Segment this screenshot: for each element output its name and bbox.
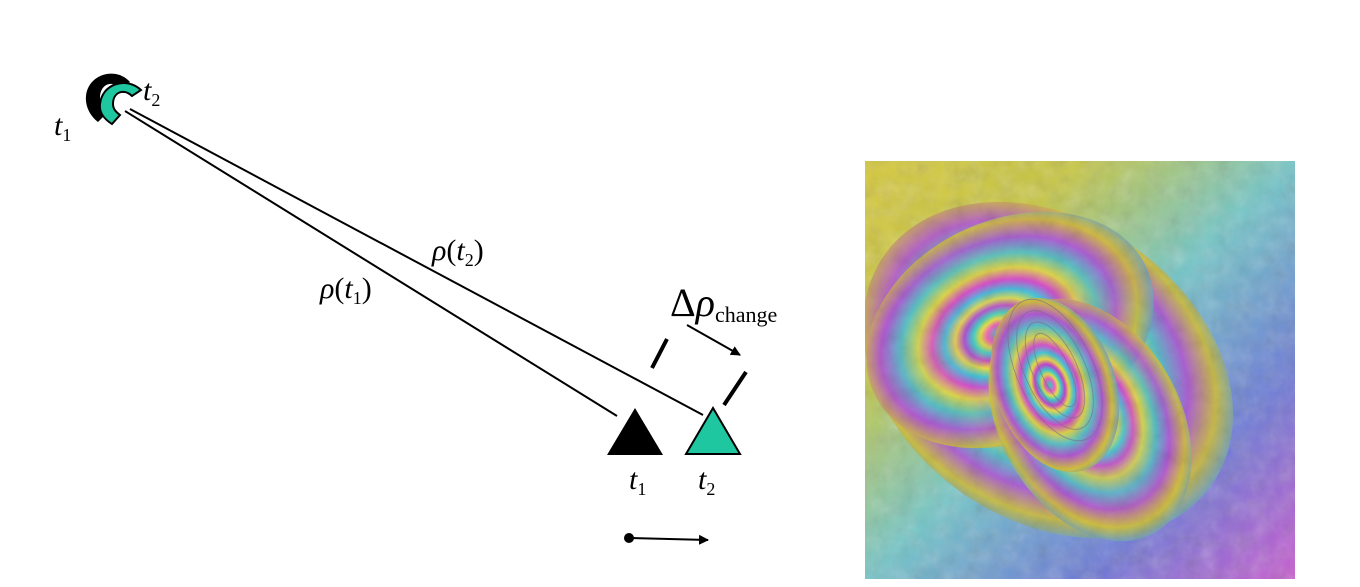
range-line-t1 bbox=[124, 110, 618, 417]
delta-rho-change-label: Δρchange bbox=[670, 280, 777, 327]
ground-t2-label: t2 bbox=[698, 463, 715, 499]
ground-target-t1-icon bbox=[607, 408, 663, 455]
ground-target-t2-icon bbox=[684, 406, 742, 455]
ground-t1-label: t1 bbox=[629, 463, 646, 499]
satellite-t1-label: t1 bbox=[54, 109, 71, 145]
rho-t2-label: ρ(t2) bbox=[431, 234, 484, 270]
rho-t1-label: ρ(t1) bbox=[319, 272, 372, 308]
change-tick-left bbox=[650, 338, 669, 369]
satellite-t2-label: t2 bbox=[143, 74, 160, 110]
satellite-t2-icon bbox=[98, 81, 143, 126]
interferogram-image bbox=[865, 161, 1295, 579]
change-tick-right bbox=[722, 370, 748, 407]
range-line-t2 bbox=[129, 108, 704, 416]
motion-arrow bbox=[628, 534, 709, 545]
change-direction-arrow bbox=[686, 324, 741, 356]
